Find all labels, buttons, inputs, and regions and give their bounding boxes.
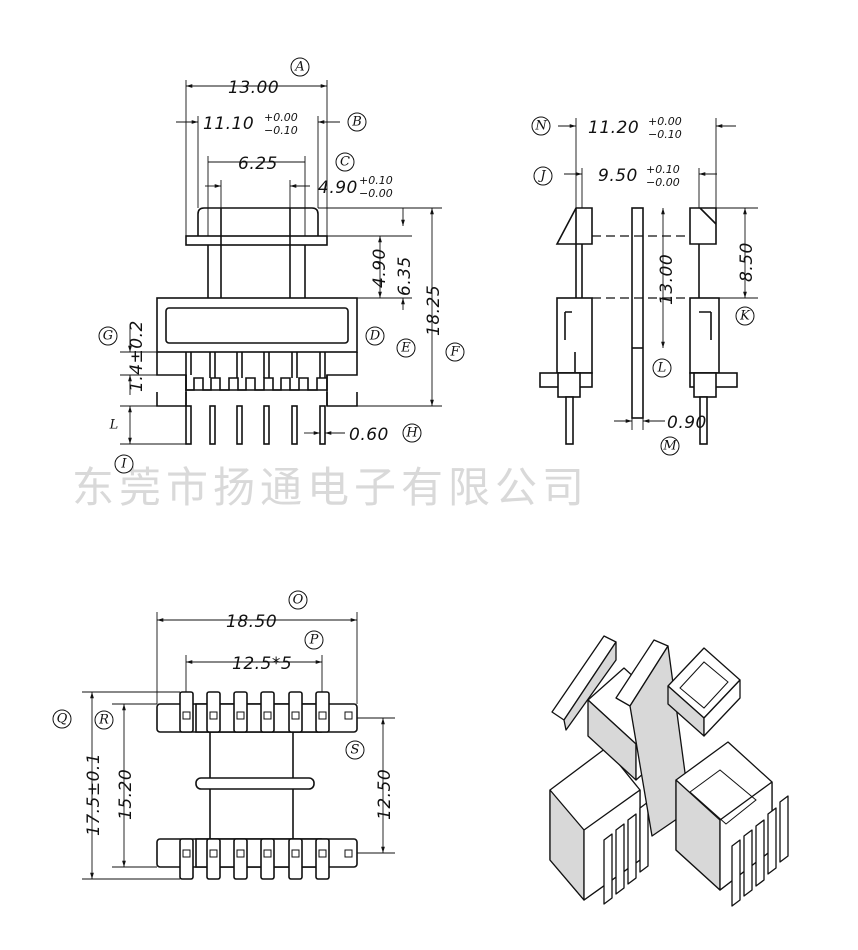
label-L-front: L [109, 418, 119, 433]
dim-L-value: 13.00 [657, 254, 677, 305]
dim-D-value: 4.90 [370, 248, 390, 288]
side-view: 11.20 +0.00 −0.10 N 9.50 +0.10 −0.00 J 1… [531, 115, 758, 456]
side-center-wall [631, 207, 644, 419]
dim-P-value: 12.5*5 [232, 654, 292, 674]
side-right-body [689, 297, 720, 374]
front-top-cap [197, 207, 319, 236]
dim-O-value: 18.50 [226, 612, 277, 632]
dim-S-value: 12.50 [375, 769, 395, 820]
label-A: A [294, 60, 304, 75]
label-Q: Q [57, 712, 68, 727]
side-right-top [689, 207, 717, 245]
label-R: R [98, 713, 109, 728]
label-H: H [405, 426, 418, 441]
dim-C-tol-plus: +0.10 [359, 174, 393, 187]
side-left-top [555, 207, 593, 245]
dim-N-value: 11.20 [588, 118, 639, 138]
dim-B-tol-minus: −0.10 [264, 124, 298, 137]
dim-C-spacing-value: 6.25 [238, 154, 278, 174]
label-P: P [309, 633, 319, 648]
dim-B-value: 11.10 [203, 114, 254, 134]
dim-H-value: 0.60 [349, 425, 389, 445]
dim-K-value: 8.50 [737, 242, 757, 282]
dim-E-value: 6.35 [395, 256, 415, 296]
label-D: D [369, 329, 381, 344]
front-view: 13.00 A 11.10 +0.00 −0.10 B 6.25 4.90 +0… [98, 57, 465, 474]
label-N: N [534, 119, 547, 134]
front-pins [185, 405, 326, 445]
label-O: O [293, 593, 304, 608]
bottom-center-bar [195, 777, 315, 790]
label-C: C [340, 155, 350, 170]
label-L-side: L [657, 361, 667, 376]
dim-F-value: 18.25 [424, 285, 444, 336]
front-pin-comb [185, 375, 327, 391]
label-G: G [103, 329, 113, 344]
dim-J-tol-plus: +0.10 [646, 163, 680, 176]
dim-C-tol-minus: −0.00 [359, 187, 393, 200]
label-K: K [739, 309, 751, 324]
bottom-view: 18.50 O 12.5*5 P 17.5±0.1 Q 15.20 R 12.5… [52, 590, 395, 880]
dim-C-value: 4.90 [318, 178, 358, 198]
dim-R-value: 15.20 [116, 769, 136, 820]
dim-A-value: 13.00 [228, 78, 279, 98]
label-B: B [351, 115, 362, 130]
dim-J-tol-minus: −0.00 [646, 176, 680, 189]
dim-B-tol-plus: +0.00 [264, 111, 298, 124]
company-watermark: 东莞市扬通电子有限公司 [72, 463, 589, 512]
dim-N-tol-plus: +0.00 [648, 115, 682, 128]
isometric-view [549, 635, 789, 907]
dim-G-value: 1.4±0.2 [127, 320, 147, 392]
label-J: J [537, 169, 546, 184]
label-I: I [120, 457, 127, 472]
front-body-frame [156, 297, 358, 353]
dim-J-value: 9.50 [598, 166, 638, 186]
dim-Q-value: 17.5±0.1 [84, 753, 104, 836]
label-F: F [449, 345, 460, 360]
front-top-flange [185, 235, 328, 246]
dim-N-tol-minus: −0.10 [648, 128, 682, 141]
label-M: M [662, 439, 677, 454]
label-E: E [400, 341, 411, 356]
bottom-pin-tabs [179, 691, 353, 880]
label-S: S [351, 743, 360, 758]
dim-M-value: 0.90 [667, 413, 707, 433]
